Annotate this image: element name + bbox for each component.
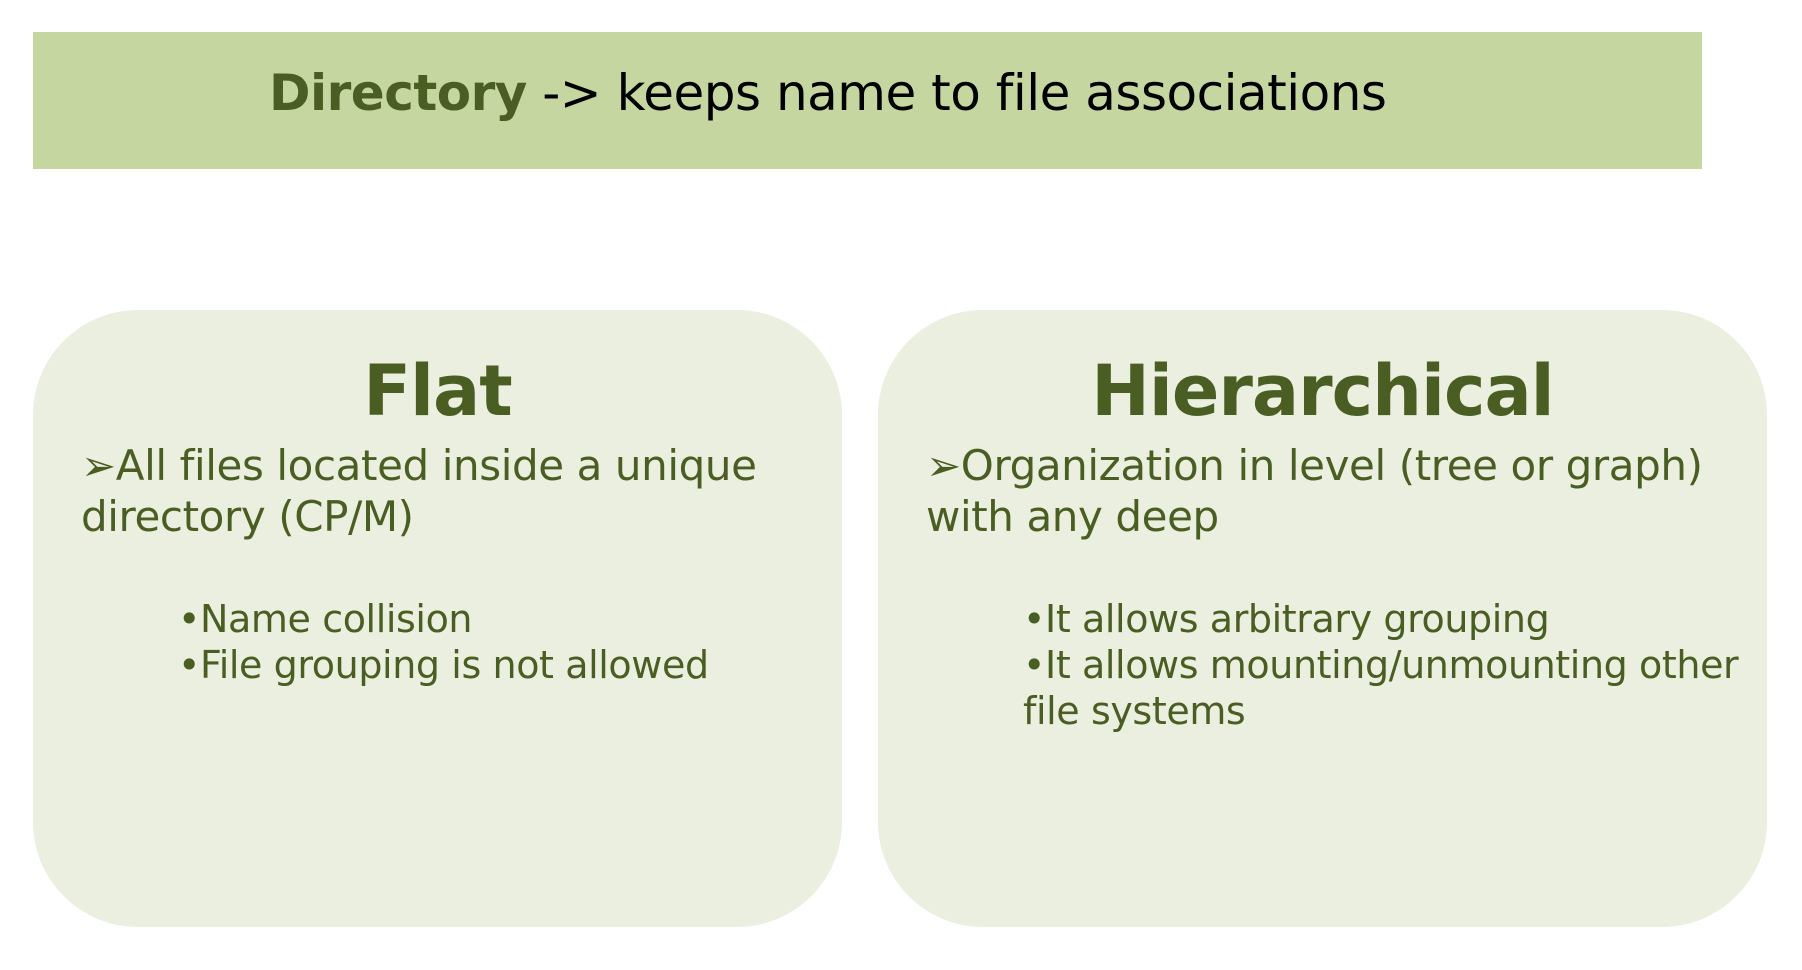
hierarchical-directory-card: Hierarchical ➢Organization in level (tre… <box>878 310 1767 927</box>
dot-bullet-icon: • <box>178 643 201 687</box>
sub-bullet-item: •Name collision <box>178 596 822 642</box>
sub-bullet-list: •Name collision •File grouping is not al… <box>178 596 822 688</box>
sub-bullet-list: •It allows arbitrary grouping •It allows… <box>1023 596 1747 734</box>
sub-bullet-text: File grouping is not allowed <box>200 643 709 687</box>
banner-description: -> keeps name to file associations <box>526 64 1387 122</box>
header-banner: Directory -> keeps name to file associat… <box>33 32 1702 169</box>
sub-bullet-text: Name collision <box>200 597 473 641</box>
sub-bullet-text: It allows mounting/unmounting other file… <box>1023 643 1739 733</box>
card-title: Hierarchical <box>1091 350 1554 432</box>
main-bullet: ➢All files located inside a unique direc… <box>81 440 822 542</box>
main-bullet-text: Organization in level (tree or graph) wi… <box>926 441 1703 541</box>
card-title: Flat <box>363 350 513 432</box>
sub-bullet-text: It allows arbitrary grouping <box>1045 597 1550 641</box>
main-bullet: ➢Organization in level (tree or graph) w… <box>926 440 1747 542</box>
banner-heading: Directory -> keeps name to file associat… <box>269 68 1387 118</box>
main-bullet-text: All files located inside a unique direct… <box>81 441 757 541</box>
flat-directory-card: Flat ➢All files located inside a unique … <box>33 310 842 927</box>
banner-keyword: Directory <box>269 64 527 122</box>
dot-bullet-icon: • <box>178 597 201 641</box>
sub-bullet-item: •It allows arbitrary grouping <box>1023 596 1747 642</box>
dot-bullet-icon: • <box>1023 597 1046 641</box>
arrow-bullet-icon: ➢ <box>81 441 116 490</box>
sub-bullet-item: •It allows mounting/unmounting other fil… <box>1023 642 1747 734</box>
arrow-bullet-icon: ➢ <box>926 441 961 490</box>
dot-bullet-icon: • <box>1023 643 1046 687</box>
sub-bullet-item: •File grouping is not allowed <box>178 642 822 688</box>
